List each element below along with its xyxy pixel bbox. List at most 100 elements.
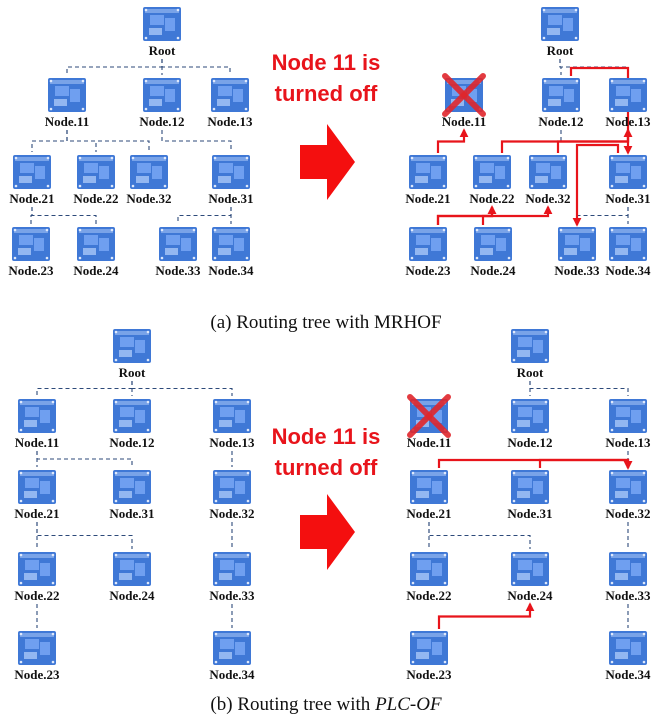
parent-link (428, 522, 531, 549)
event-label-line2: turned off (275, 455, 378, 480)
node-label: Node.32 (209, 506, 254, 521)
node-node-24: Node.24 (507, 552, 553, 603)
network-device-icon (609, 470, 647, 504)
node-label: Node.33 (155, 263, 201, 278)
node-node-21: Node.21 (406, 470, 452, 521)
node-node-22: Node.22 (14, 552, 60, 603)
node-node-33: Node.33 (209, 552, 255, 603)
node-node-12: Node.12 (507, 399, 553, 450)
caption-a-prefix: (a) Routing tree with (210, 312, 374, 333)
node-label: Node.24 (73, 263, 119, 278)
node-label: Node.21 (405, 191, 450, 206)
red-x-icon (407, 394, 451, 438)
node-label: Root (119, 365, 146, 380)
network-device-icon (130, 155, 168, 189)
node-root: Root (143, 7, 181, 58)
network-device-icon (529, 155, 567, 189)
node-label: Node.13 (605, 114, 651, 129)
node-node-11: Node.11 (442, 73, 486, 129)
node-label: Node.21 (14, 506, 59, 521)
node-node-21: Node.21 (14, 470, 60, 521)
network-device-icon (474, 227, 512, 261)
parent-link (177, 207, 232, 224)
caption-a: (a) Routing tree with MRHOF (210, 312, 441, 333)
node-node-34: Node.34 (605, 631, 651, 682)
node-label: Root (547, 43, 574, 58)
parent-link (31, 130, 68, 152)
node-label: Node.13 (207, 114, 253, 129)
network-device-icon (211, 78, 249, 112)
network-device-icon (511, 329, 549, 363)
reroute-path (436, 128, 469, 153)
node-label: Node.33 (554, 263, 600, 278)
event-label-line1: Node 11 is (272, 50, 381, 75)
node-node-32: Node.32 (126, 155, 172, 206)
network-device-icon (609, 155, 647, 189)
node-root: Root (113, 329, 151, 380)
transition-arrow-icon (300, 494, 355, 570)
node-label: Node.11 (15, 435, 59, 450)
network-device-icon (12, 227, 50, 261)
transition-arrow-icon (300, 124, 355, 200)
network-device-icon (18, 399, 56, 433)
network-device-icon (159, 227, 197, 261)
node-label: Node.23 (406, 667, 452, 682)
network-device-icon (609, 631, 647, 665)
node-node-24: Node.24 (109, 552, 155, 603)
parent-link (529, 381, 629, 396)
node-node-33: Node.33 (554, 227, 600, 278)
network-device-icon (143, 78, 181, 112)
reroute-layer (437, 458, 633, 629)
network-device-icon (77, 155, 115, 189)
network-device-icon (410, 631, 448, 665)
event-label-line2: turned off (275, 81, 378, 106)
node-node-13: Node.13 (209, 399, 255, 450)
network-device-icon (410, 470, 448, 504)
node-label: Node.22 (14, 588, 59, 603)
caption-b-method: PLC-OF (374, 694, 442, 715)
network-device-icon (609, 227, 647, 261)
node-label: Node.22 (73, 191, 118, 206)
node-label: Node.31 (605, 191, 650, 206)
node-node-33: Node.33 (155, 227, 201, 278)
network-device-icon (213, 552, 251, 586)
network-device-icon (609, 552, 647, 586)
network-device-icon (213, 470, 251, 504)
node-node-11: Node.11 (407, 394, 451, 450)
node-label: Node.22 (469, 191, 514, 206)
parent-link (161, 130, 232, 152)
link-layer (36, 381, 233, 628)
node-label: Node.34 (605, 263, 651, 278)
node-node-23: Node.23 (14, 631, 60, 682)
node-label: Node.13 (209, 435, 255, 450)
node-label: Node.34 (605, 667, 651, 682)
node-label: Node.23 (14, 667, 60, 682)
parent-link (36, 522, 133, 549)
network-device-icon (113, 552, 151, 586)
node-label: Node.31 (109, 506, 154, 521)
network-device-icon (511, 399, 549, 433)
network-device-icon (213, 399, 251, 433)
network-device-icon (473, 155, 511, 189)
network-device-icon (213, 631, 251, 665)
node-label: Node.32 (605, 506, 650, 521)
node-label: Node.31 (208, 191, 253, 206)
node-label: Node.31 (507, 506, 552, 521)
network-device-icon (113, 470, 151, 504)
node-node-12: Node.12 (139, 78, 185, 129)
parent-link (36, 381, 133, 396)
network-device-icon (410, 552, 448, 586)
node-label: Root (149, 43, 176, 58)
node-label: Node.23 (405, 263, 451, 278)
parent-link (66, 130, 150, 152)
network-device-icon (542, 78, 580, 112)
node-node-22: Node.22 (469, 155, 515, 206)
network-device-icon (18, 631, 56, 665)
node-node-13: Node.13 (605, 78, 651, 129)
